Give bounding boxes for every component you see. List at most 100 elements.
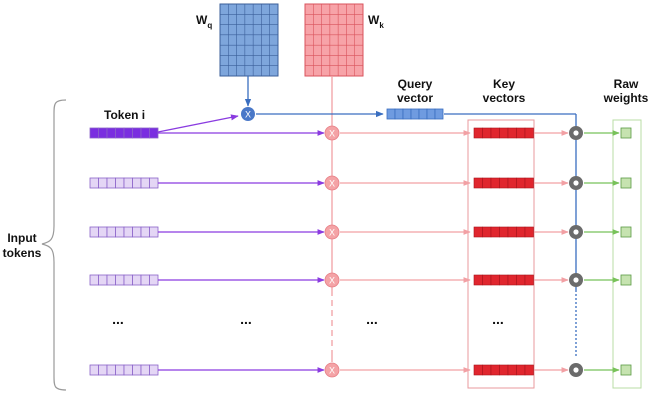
key-cell xyxy=(507,127,517,139)
token-i-label: Token i xyxy=(104,108,145,122)
key-cell xyxy=(507,226,517,238)
key-cell xyxy=(507,177,517,189)
query-vector-label-line1: Query xyxy=(398,77,433,91)
token-cell xyxy=(115,226,125,238)
raw-weights-label-line2: weights xyxy=(603,91,649,105)
key-cell xyxy=(473,226,483,238)
key-vector xyxy=(473,274,534,286)
svg-text:X: X xyxy=(329,366,335,376)
key-vector xyxy=(473,127,534,139)
key-cell xyxy=(516,127,526,139)
token-vector xyxy=(89,177,159,189)
token-cell xyxy=(106,364,116,376)
token-cell xyxy=(115,364,125,376)
token-cell xyxy=(106,127,116,139)
token-vector xyxy=(89,226,159,238)
token-cell xyxy=(140,177,150,189)
token-cell xyxy=(89,226,99,238)
token-row: X xyxy=(89,125,632,141)
key-vectors-box xyxy=(467,119,535,389)
key-cell xyxy=(499,274,509,286)
token-vector xyxy=(89,364,159,376)
input-tokens-label-line1: Input xyxy=(7,231,36,245)
dot-product-icon xyxy=(569,273,583,287)
token-cell xyxy=(123,127,133,139)
svg-text:X: X xyxy=(329,129,335,139)
wq-matrix xyxy=(219,3,279,77)
ellipsis-tokens: ... xyxy=(112,311,124,327)
key-multiply-icon: X xyxy=(324,272,340,288)
key-cell xyxy=(490,226,500,238)
key-cell xyxy=(490,177,500,189)
query-vector xyxy=(386,108,444,120)
input-tokens-brace xyxy=(41,99,67,391)
token-cell xyxy=(89,127,99,139)
token-cell xyxy=(149,127,159,139)
token-cell xyxy=(149,274,159,286)
key-multiply-icon: X xyxy=(324,125,340,141)
query-multiply-icon: X xyxy=(241,107,255,121)
raw-weights-label-line1: Raw xyxy=(614,77,639,91)
token-cell xyxy=(106,274,116,286)
query-vector-cell xyxy=(402,108,412,120)
token-cell xyxy=(89,364,99,376)
key-cell xyxy=(507,364,517,376)
token-cell xyxy=(98,127,108,139)
key-cell xyxy=(516,177,526,189)
key-multiply-icon: X xyxy=(324,224,340,240)
raw-weight-cell xyxy=(620,274,632,286)
key-cell xyxy=(507,274,517,286)
key-cell xyxy=(473,177,483,189)
key-vector xyxy=(473,177,534,189)
input-tokens-label-line2: tokens xyxy=(3,246,42,260)
key-cell xyxy=(516,274,526,286)
token-cell xyxy=(140,127,150,139)
raw-weight-cell xyxy=(620,226,632,238)
token-cell xyxy=(149,177,159,189)
key-cell xyxy=(482,274,492,286)
token-cell xyxy=(132,274,142,286)
raw-weight-cell xyxy=(620,364,632,376)
key-cell xyxy=(482,364,492,376)
query-vector-cell xyxy=(386,108,396,120)
svg-text:X: X xyxy=(329,179,335,189)
token-cell xyxy=(132,177,142,189)
key-vector xyxy=(473,226,534,238)
ellipsis-keys: ... xyxy=(492,311,504,327)
token-row: X xyxy=(89,175,632,191)
token-cell xyxy=(123,364,133,376)
dot-product-icon xyxy=(569,126,583,140)
token-vector xyxy=(89,274,159,286)
token-cell xyxy=(132,226,142,238)
svg-text:X: X xyxy=(245,110,251,120)
wk-matrix xyxy=(304,3,364,77)
wq-label: Wq xyxy=(196,13,212,30)
key-cell xyxy=(524,127,534,139)
token-cell xyxy=(132,127,142,139)
token-cell xyxy=(115,127,125,139)
dot-product-icon xyxy=(569,176,583,190)
key-cell xyxy=(482,127,492,139)
token-cell xyxy=(98,274,108,286)
ellipsis-middle: ... xyxy=(240,311,252,327)
query-vector-cell xyxy=(426,108,436,120)
key-multiply-icon: X xyxy=(324,362,340,378)
query-vector-cell xyxy=(394,108,404,120)
token-cell xyxy=(106,177,116,189)
key-cell xyxy=(482,177,492,189)
token-row: X xyxy=(89,362,632,378)
key-cell xyxy=(499,226,509,238)
token-cell xyxy=(89,274,99,286)
token-cell xyxy=(140,364,150,376)
token-rows: X X X X X xyxy=(89,125,632,378)
key-cell xyxy=(490,274,500,286)
raw-weights-box xyxy=(612,119,642,389)
raw-weight-cell xyxy=(620,177,632,189)
ellipsis-mult: ... xyxy=(366,311,378,327)
token-cell xyxy=(140,274,150,286)
key-cell xyxy=(524,226,534,238)
key-multiply-icon: X xyxy=(324,175,340,191)
token-i-to-query-arrow xyxy=(157,114,239,133)
token-cell xyxy=(106,226,116,238)
